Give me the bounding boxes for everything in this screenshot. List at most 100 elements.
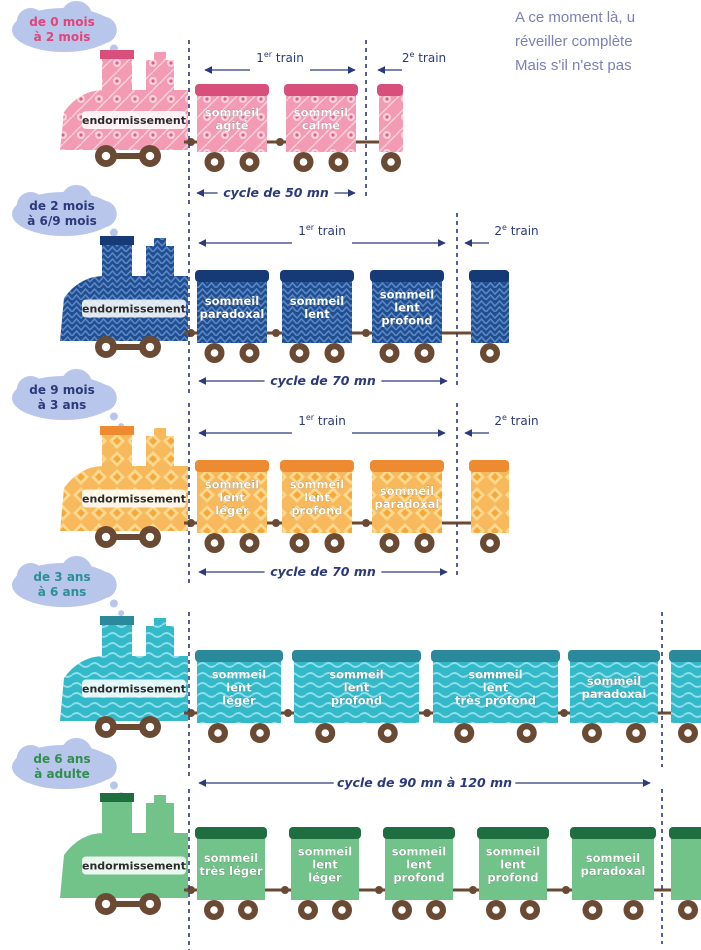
age-label: à 6/9 mois: [27, 214, 97, 228]
locomotive: endormissement: [60, 793, 188, 915]
locomotive: endormissement: [60, 236, 188, 358]
next-train-car: [377, 84, 403, 172]
car-label: sommeil: [205, 294, 259, 308]
car-label: lent: [226, 681, 252, 695]
cycle-duration-label: cycle de 50 mn: [223, 185, 329, 200]
train-label: 2e train: [494, 413, 538, 428]
age-label: à adulte: [34, 767, 90, 781]
next-train-car: [469, 270, 509, 363]
train-label: 1er train: [256, 50, 304, 65]
car-label: sommeil: [329, 668, 383, 682]
train-label: 1er train: [298, 223, 346, 238]
locomotive: endormissement: [60, 50, 188, 167]
car-label: sommeil: [294, 106, 348, 120]
train-label: 1er train: [298, 413, 346, 428]
age-cloud: [12, 184, 125, 246]
car-label: lent: [500, 858, 526, 872]
age-label: de 6 ans: [33, 752, 90, 766]
age-label: de 0 mois: [29, 15, 94, 29]
car-label: paradoxal: [375, 497, 440, 511]
locomotive-label: endormissement: [82, 683, 186, 696]
car-label: sommeil: [205, 478, 259, 492]
car-label: sommeil: [290, 478, 344, 492]
locomotive: endormissement: [60, 616, 188, 738]
locomotive-label: endormissement: [82, 860, 186, 873]
car-label: lent: [483, 681, 509, 695]
car-label: sommeil: [204, 851, 258, 865]
car-label: sommeil: [298, 845, 352, 859]
car-label: sommeil: [290, 294, 344, 308]
car-label: lent: [344, 681, 370, 695]
car-label: calme: [302, 119, 341, 133]
car-label: lent: [406, 858, 432, 872]
car-label: profond: [291, 504, 342, 518]
car-label: très léger: [199, 864, 263, 878]
next-train-car: [469, 460, 509, 553]
age-cloud: [12, 555, 125, 617]
car-label: lent: [312, 858, 338, 872]
car-label: paradoxal: [582, 687, 647, 701]
age-label: de 3 ans: [33, 570, 90, 584]
next-train-car: [669, 650, 701, 743]
cycle-duration-label: cycle de 70 mn: [270, 564, 376, 579]
car-label: agité: [215, 119, 248, 133]
car-label: profond: [393, 871, 444, 885]
car-label: profond: [331, 694, 382, 708]
car-label: paradoxal: [581, 864, 646, 878]
car-label: paradoxal: [200, 307, 265, 321]
car-label: sommeil: [586, 851, 640, 865]
car-label: lent: [394, 301, 420, 315]
locomotive-label: endormissement: [82, 303, 186, 316]
train-label: 2e train: [402, 50, 446, 65]
age-label: de 9 mois: [29, 383, 94, 397]
age-label: à 6 ans: [38, 585, 87, 599]
train-label: 2e train: [494, 223, 538, 238]
car-label: lent: [304, 491, 330, 505]
car-label: léger: [308, 871, 342, 885]
intro-line: Mais s'il n'est pas: [515, 57, 632, 74]
car-label: sommeil: [212, 668, 266, 682]
car-label: lent: [219, 491, 245, 505]
age-cloud: [12, 0, 125, 62]
next-train-car: [669, 827, 701, 920]
age-label: à 2 mois: [34, 30, 91, 44]
car-label: profond: [381, 314, 432, 328]
car-label: lent: [304, 307, 330, 321]
age-cloud: [12, 368, 125, 430]
car-label: sommeil: [486, 845, 540, 859]
car-label: très profond: [455, 694, 536, 708]
cycle-duration-label: cycle de 90 mn à 120 mn: [337, 775, 512, 790]
intro-line: réveiller complète: [515, 33, 633, 50]
car-label: profond: [487, 871, 538, 885]
locomotive-label: endormissement: [82, 114, 186, 127]
car-label: léger: [222, 694, 256, 708]
car-label: sommeil: [468, 668, 522, 682]
car-label: sommeil: [380, 484, 434, 498]
car-label: sommeil: [587, 674, 641, 688]
car-label: léger: [215, 504, 249, 518]
locomotive-label: endormissement: [82, 493, 186, 506]
